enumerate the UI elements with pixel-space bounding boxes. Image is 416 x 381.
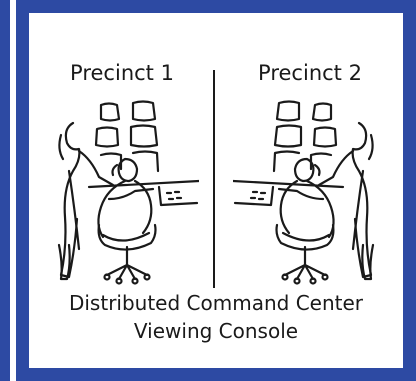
left-edge-bar: [0, 0, 10, 381]
precinct-divider: [213, 70, 215, 288]
precinct-1-label: Precinct 1: [70, 61, 174, 85]
caption-line-1: Distributed Command Center: [68, 291, 364, 315]
caption-line-2: Viewing Console: [133, 319, 299, 343]
console-caption: Distributed Command Center Viewing Conso…: [29, 289, 403, 345]
diagram-canvas: Precinct 1 Precinct 2: [29, 13, 403, 368]
diagram-frame: Precinct 1 Precinct 2: [16, 0, 416, 381]
operator-console-illustration-left: [57, 100, 199, 285]
operator-console-illustration-right: [233, 100, 375, 285]
precinct-2-label: Precinct 2: [258, 61, 362, 85]
